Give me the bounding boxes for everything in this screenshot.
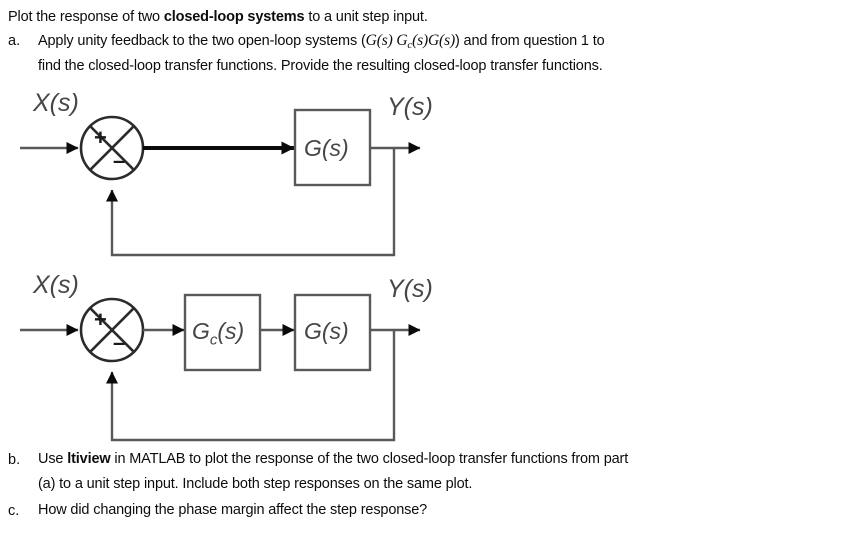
item-a-math-sub: c (407, 39, 413, 51)
item-a-math-2: (s)G(s) (412, 32, 455, 49)
diagram-2-group (20, 293, 421, 442)
list-marker-c: c. (8, 503, 20, 519)
item-b-pre: Use (38, 451, 68, 467)
list-marker-a: a. (8, 33, 21, 49)
item-b-bold: ltiview (67, 451, 111, 467)
item-a-line-1: Apply unity feedback to the two open-loo… (38, 33, 605, 51)
diagram-2-output-label: Y(s) (387, 275, 433, 303)
diagram-2-block-g-main: G (304, 318, 322, 344)
item-c-line-1: How did changing the phase margin affect… (38, 502, 428, 518)
diagram-1-minus-sign: – (113, 148, 126, 173)
diagram-2-block-gc-rest: (s) (217, 318, 245, 344)
item-b-line-2: (a) to a unit step input. Include both s… (38, 476, 473, 492)
diagram-1-block-g-main: G (304, 135, 322, 161)
diagram-2-feedback-path (106, 330, 396, 442)
diagram-2-block-gc-main: G (192, 318, 210, 344)
item-b-line-1: Use ltiview in MATLAB to plot the respon… (38, 452, 628, 467)
item-a-plain-2: ) and from question 1 to (454, 33, 605, 49)
diagram-1-block-g-label: G(s) (304, 135, 349, 162)
diagram-1-input-label: X(s) (33, 89, 79, 117)
item-a-math-1: G(s) G (365, 32, 408, 49)
diagram-1-group (20, 108, 421, 257)
intro-bold: closed-loop systems (163, 9, 305, 25)
item-b-post: in MATLAB to plot the response of the tw… (110, 451, 629, 467)
intro-post: to a unit step input. (304, 9, 428, 25)
diagram-1-block-g-rest: (s) (321, 135, 349, 161)
item-a-line-2: find the closed-loop transfer functions.… (38, 58, 603, 74)
diagram-1-plus-sign: + (94, 125, 107, 150)
diagram-1-summing-junction (79, 115, 145, 181)
diagram-2-minus-sign: – (113, 330, 126, 355)
diagram-2-plus-sign: + (94, 307, 107, 332)
diagram-2-block-gc-label: Gc(s) (192, 318, 244, 349)
diagram-2-block-gc-sub: c (209, 331, 218, 349)
diagram-2-block-g-label: G(s) (304, 318, 349, 345)
intro-line: Plot the response of two closed-loop sys… (8, 10, 428, 25)
diagram-2-block-g-rest: (s) (321, 318, 349, 344)
diagram-1-output-label: Y(s) (387, 93, 433, 121)
diagram-2-summing-junction (79, 297, 145, 363)
intro-pre: Plot the response of two (8, 9, 164, 25)
diagram-2-input-label: X(s) (33, 271, 79, 299)
list-marker-b: b. (8, 452, 21, 468)
item-a-plain-1: Apply unity feedback to the two open-loo… (38, 33, 366, 49)
diagram-1-feedback-path (106, 148, 396, 257)
